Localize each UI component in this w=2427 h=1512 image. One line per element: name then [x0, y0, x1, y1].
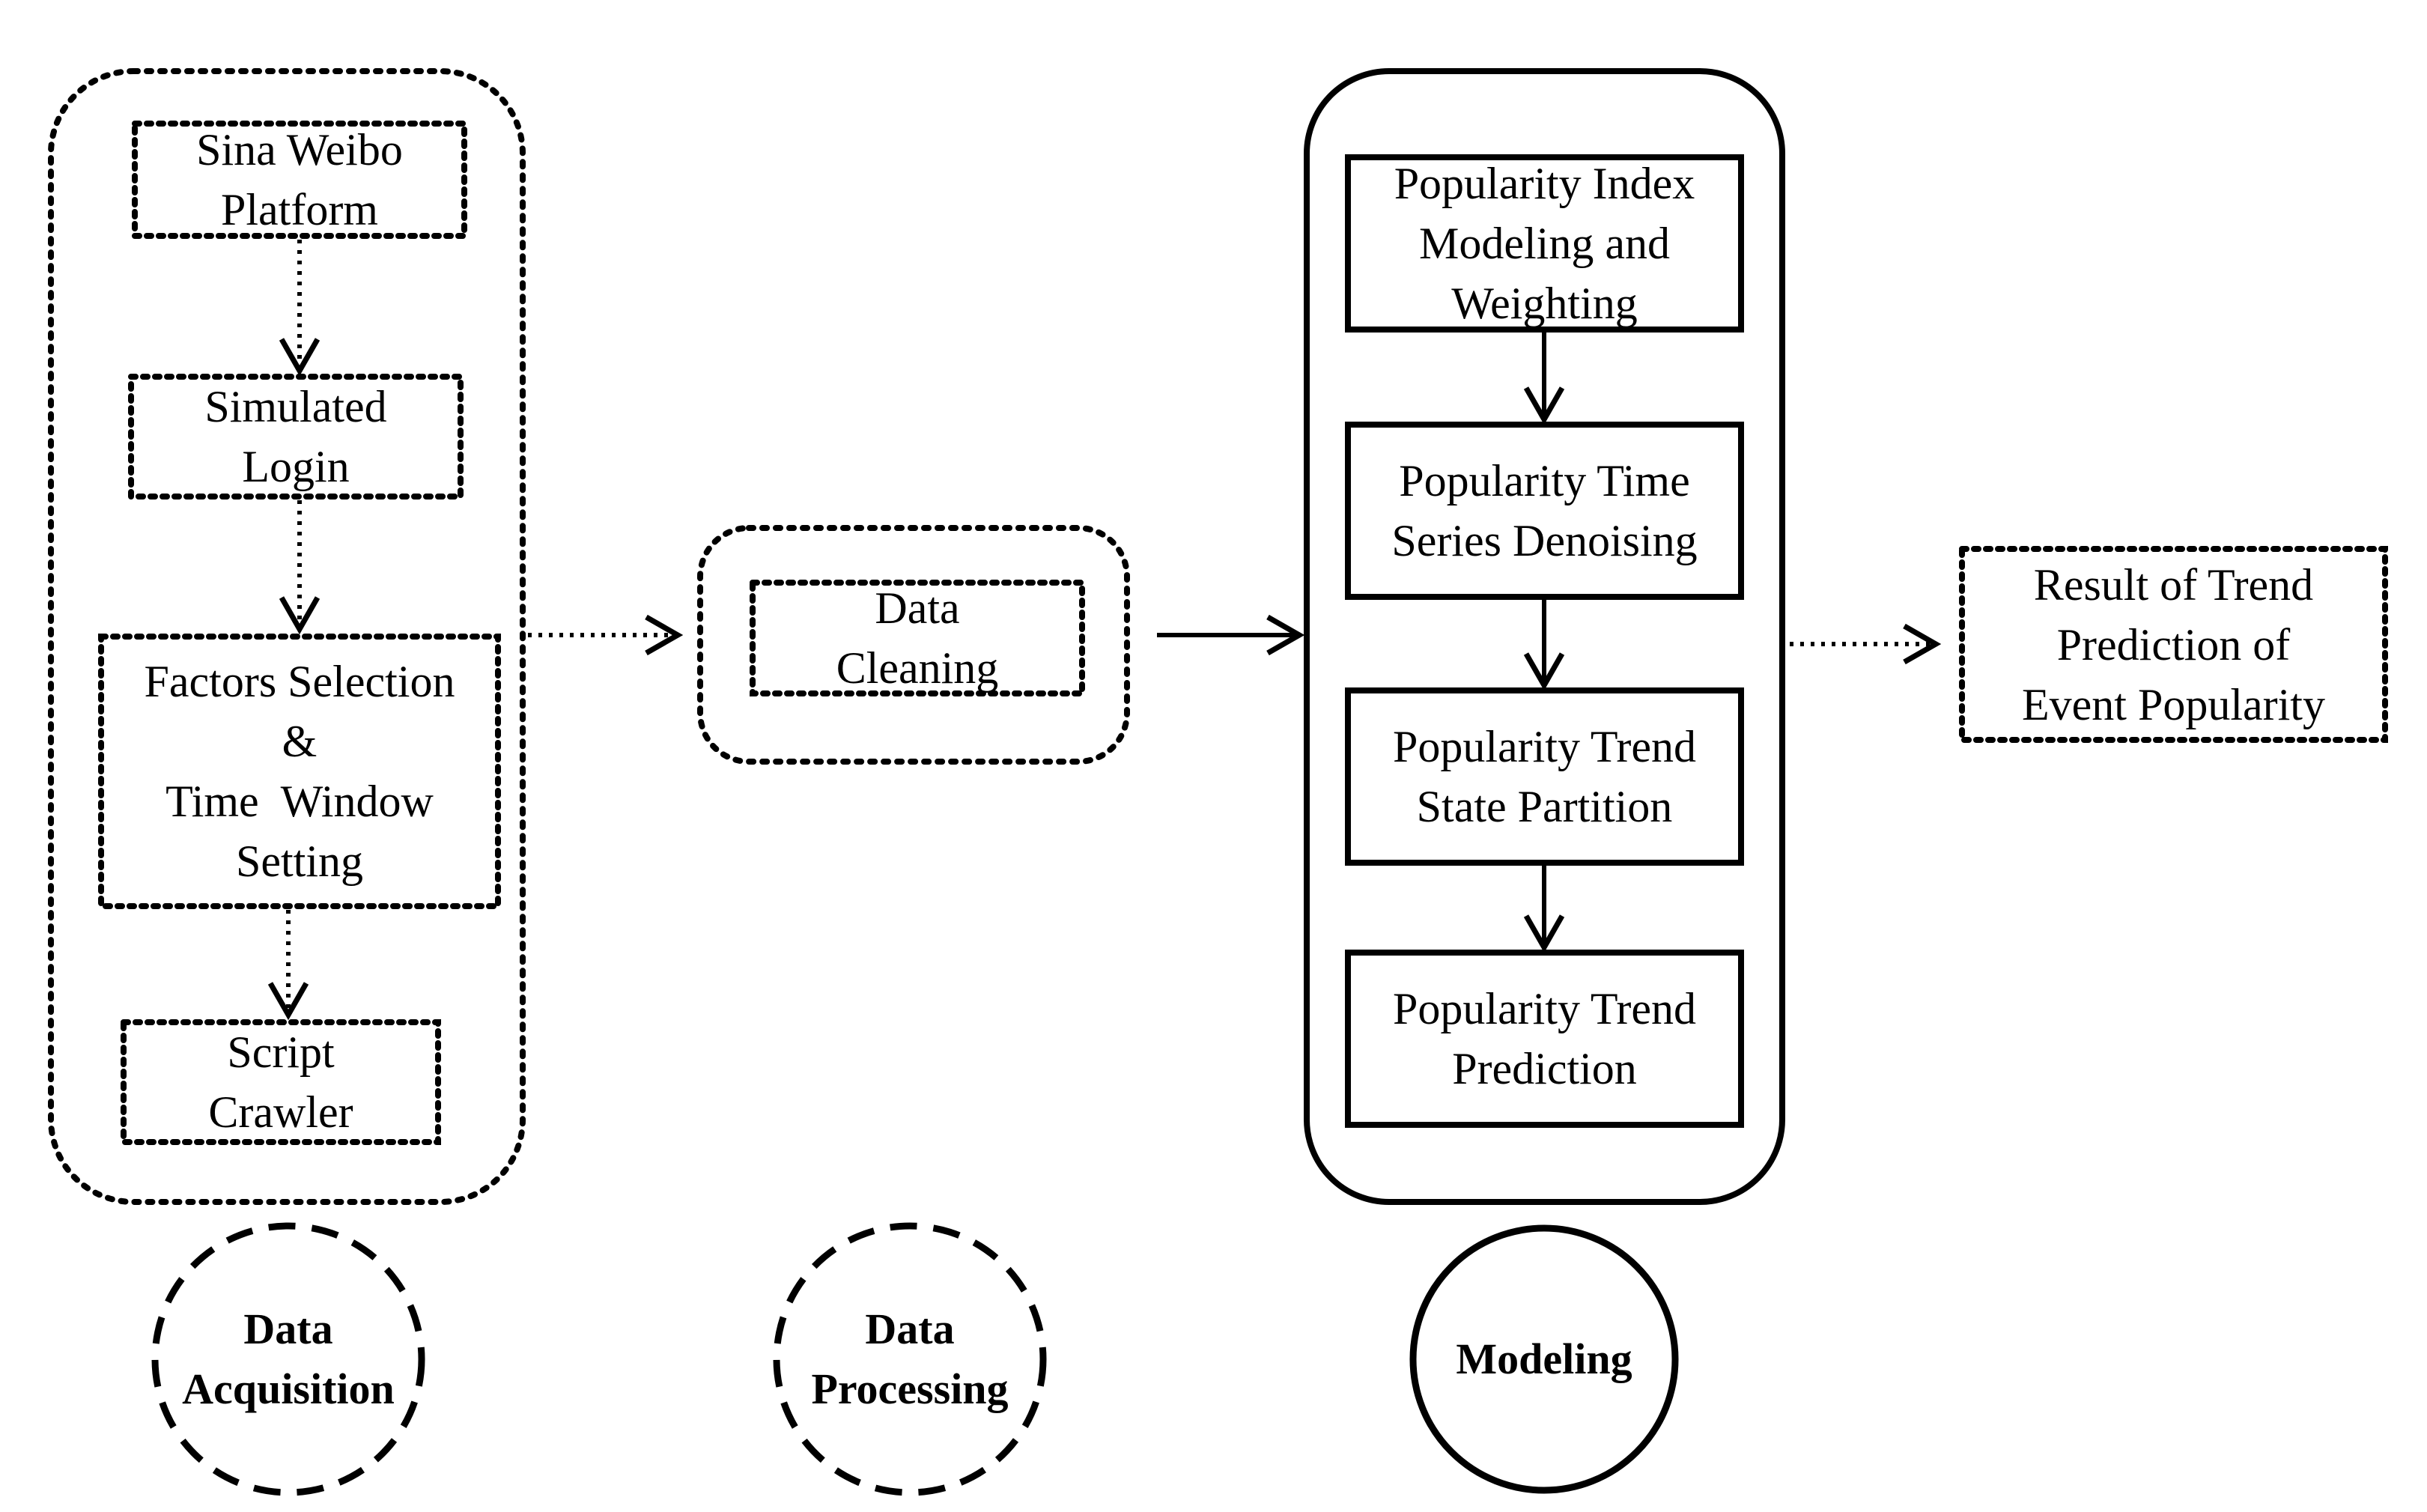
acquisition-phase-circle	[151, 1222, 425, 1496]
modeling-container	[1304, 68, 1785, 1205]
modeling-phase-circle	[1409, 1224, 1679, 1494]
popularity-index-box	[1345, 154, 1744, 333]
result-label: Result of Trend Prediction of Event Popu…	[2022, 559, 2325, 729]
processing-phase-label: Data Processing	[811, 1305, 1009, 1413]
script-crawler-box	[121, 1019, 441, 1145]
result-box	[1959, 546, 2388, 743]
factors-selection-label: Factors Selection & Time Window Setting	[144, 657, 455, 886]
simulated-login-label: Simulated Login	[204, 382, 387, 491]
data-cleaning-label: Data Cleaning	[836, 583, 999, 693]
trend-prediction-label: Popularity Trend Prediction	[1392, 984, 1697, 1093]
time-series-denoising-label: Popularity Time Series Denoising	[1391, 456, 1698, 565]
factors-selection-box	[98, 634, 501, 909]
sina-weibo-platform-box	[132, 121, 467, 239]
script-crawler-label: Script Crawler	[208, 1027, 353, 1137]
acquisition-container	[48, 68, 526, 1205]
processing-phase-circle	[773, 1222, 1047, 1496]
state-partition-label: Popularity Trend State Partition	[1392, 722, 1697, 831]
simulated-login-box	[128, 374, 464, 500]
processing-container	[697, 525, 1130, 765]
popularity-index-label: Popularity Index Modeling and Weighting	[1394, 159, 1695, 328]
sina-weibo-platform-label: Sina Weibo Platform	[196, 125, 403, 234]
data-cleaning-box	[750, 580, 1085, 696]
acquisition-phase-label: Data Acquisition	[182, 1305, 395, 1413]
modeling-phase-label: Modeling	[1456, 1335, 1632, 1383]
